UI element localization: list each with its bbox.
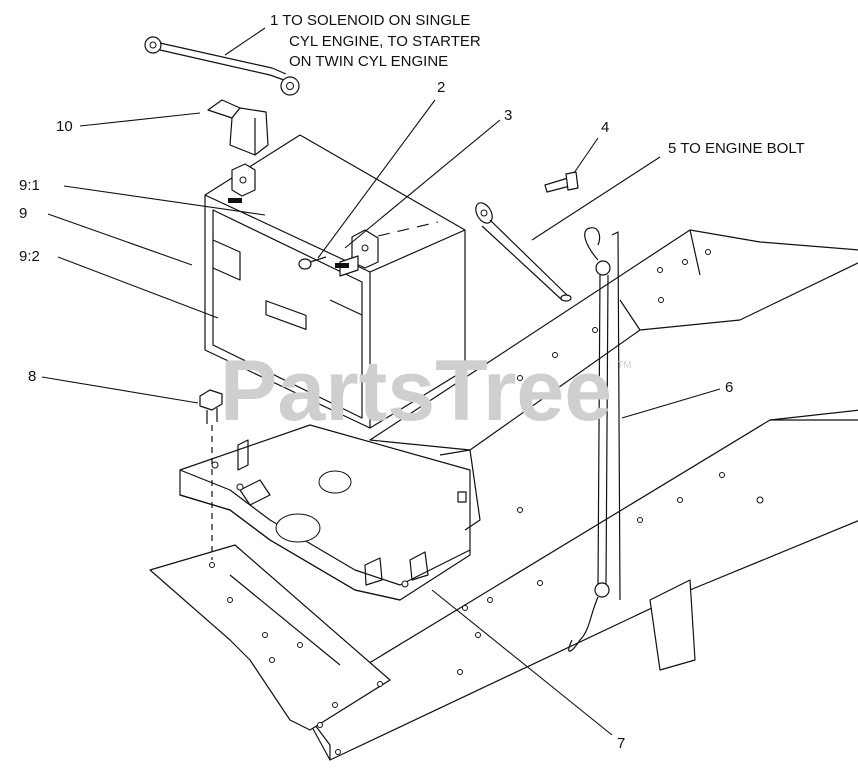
callout-2: 2: [437, 79, 445, 96]
leader-lines: [41, 27, 721, 736]
callout-1-line3: ON TWIN CYL ENGINE: [289, 53, 448, 70]
callout-4: 4: [601, 119, 609, 136]
hold-down-rod-icon: [568, 227, 621, 652]
battery-tray-icon: [179, 424, 481, 601]
callout-9-1: 9:1: [19, 177, 40, 194]
callout-1-line2: CYL ENGINE, TO STARTER: [289, 33, 481, 50]
callout-10: 10: [56, 118, 73, 135]
bolt-icon: [298, 256, 327, 270]
callout-5: 5 TO ENGINE BOLT: [668, 140, 805, 157]
callout-9-2: 9:2: [19, 248, 40, 265]
callout-1-line1: 1 TO SOLENOID ON SINGLE: [270, 12, 470, 29]
callout-7: 7: [617, 735, 625, 752]
terminal-boot-icon: [207, 99, 269, 156]
cable-icon: [475, 202, 572, 302]
cable-icon: [144, 36, 300, 96]
watermark: PartsTree: [220, 343, 612, 439]
callout-6: 6: [725, 379, 733, 396]
callout-8: 8: [28, 368, 36, 385]
watermark-tm: TM: [617, 360, 631, 371]
callout-9: 9: [19, 205, 27, 222]
battery-icon: [204, 134, 466, 429]
callout-3: 3: [504, 107, 512, 124]
bolt-icon: [544, 171, 579, 193]
bolt-icon: [199, 389, 223, 560]
